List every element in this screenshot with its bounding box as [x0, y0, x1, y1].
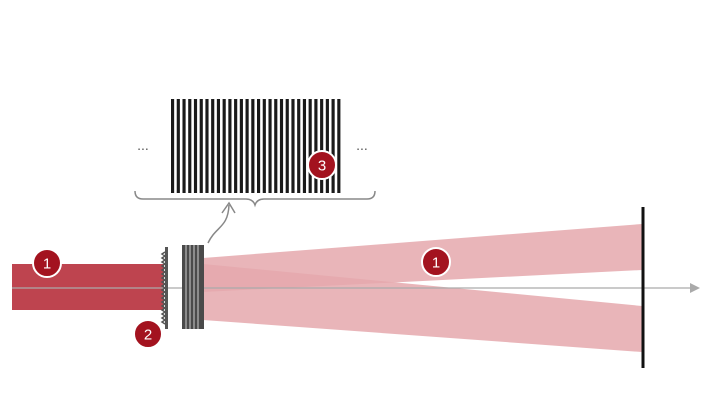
fringe-stripe — [188, 99, 192, 193]
fringe-stripe — [279, 99, 284, 193]
fringe-stripe — [251, 99, 255, 193]
fringe-stripe — [302, 99, 307, 193]
badge-incoming-beam-label: 1 — [43, 256, 51, 273]
fringe-stripe — [285, 99, 289, 193]
fringe-stripe — [274, 99, 278, 193]
fringe-stripe — [199, 99, 203, 193]
fringe-stripe — [182, 99, 186, 193]
fringe-stripe — [337, 99, 341, 193]
fringe-stripes — [171, 99, 341, 193]
fringe-stripe — [205, 99, 209, 193]
inset-pointer-arrow — [207, 204, 230, 244]
fringe-right-ellipsis: ... — [356, 137, 368, 153]
badge-diffraction-element-label: 2 — [144, 327, 152, 344]
fringe-stripe — [268, 99, 272, 193]
fringe-stripe — [325, 99, 329, 193]
inset-brace — [134, 190, 376, 208]
fringe-stripe — [320, 99, 324, 193]
badge-interference-pattern-label: 3 — [318, 158, 326, 175]
fringe-stripe — [176, 99, 180, 193]
grating-stack — [182, 245, 204, 329]
diverging-beam-lower — [203, 264, 642, 352]
optical-axis-arrowhead — [690, 283, 700, 293]
fringe-stripe — [171, 99, 175, 193]
badge-incoming-beam: 1 — [32, 248, 62, 278]
fringe-stripe — [297, 99, 301, 193]
fringe-stripe — [239, 99, 243, 193]
badge-diverging-beams-label: 1 — [432, 255, 440, 272]
fringe-stripe — [193, 99, 198, 193]
fringe-stripe — [314, 99, 318, 193]
fringe-stripe — [262, 99, 266, 193]
badge-interference-pattern: 3 — [307, 150, 337, 180]
badge-diverging-beams: 1 — [421, 247, 451, 277]
fringe-stripe — [245, 99, 249, 193]
fringe-stripe — [216, 99, 221, 193]
fringe-stripe — [211, 99, 215, 193]
fringe-left-ellipsis: ... — [137, 137, 149, 153]
fringe-stripe — [257, 99, 261, 193]
fringe-stripe — [228, 99, 232, 193]
fringe-stripe — [222, 99, 226, 193]
inset-pointer-arrowhead — [221, 201, 236, 214]
fringe-stripe — [234, 99, 238, 193]
diffractive-element — [160, 247, 168, 329]
badge-diffraction-element: 2 — [133, 319, 163, 349]
interference-fringe-inset: ... ... — [137, 99, 368, 193]
fringe-stripe — [291, 99, 295, 193]
fringe-stripe — [331, 99, 335, 193]
fringe-stripe — [308, 99, 312, 193]
